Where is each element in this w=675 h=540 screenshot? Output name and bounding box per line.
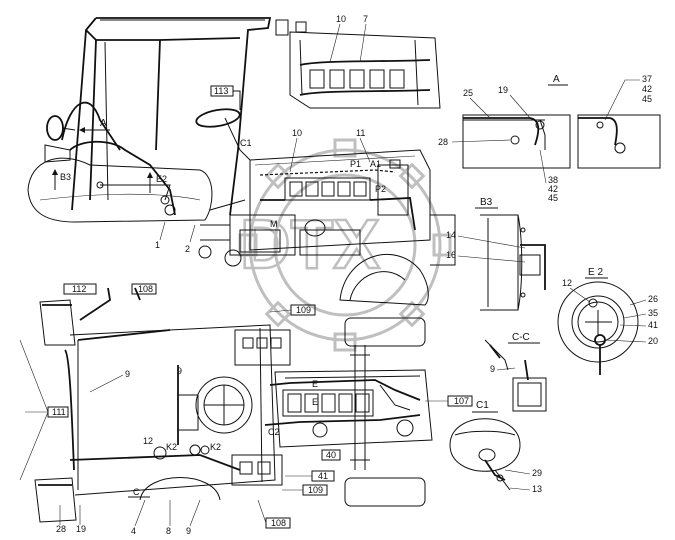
top-num-10b: 10 (292, 128, 302, 138)
section-c1-title: C1 (476, 400, 489, 411)
plan-label-c2: C2 (268, 427, 280, 437)
section-a-view: A 25 19 28 37 42 45 38 42 45 (438, 74, 661, 203)
section-a-num-28: 28 (438, 137, 448, 147)
section-b3-view: B3 14 16 (446, 197, 546, 311)
section-c1-num-13: 13 (532, 484, 542, 494)
plan-label-k2a: K2 (166, 442, 177, 452)
section-e2-num-41: 41 (648, 320, 658, 330)
inset-num-7: 7 (363, 14, 368, 24)
section-e2-title: E 2 (588, 267, 603, 278)
plan-num-9a: 9 (125, 369, 130, 379)
plan-num-19: 19 (76, 524, 86, 534)
plan-callout-109a: 109 (296, 305, 311, 315)
section-b3-num-14: 14 (446, 230, 456, 240)
view-a-marker-top: A (100, 118, 107, 129)
section-b3-title: B3 (480, 197, 493, 208)
view-e2-marker: E2 (156, 174, 167, 184)
section-a-num-45b: 45 (548, 193, 558, 203)
section-cc-num-9: 9 (490, 364, 495, 374)
callout-113: 113 (214, 86, 228, 96)
section-e2-num-26: 26 (648, 294, 658, 304)
section-c1-view: C1 29 13 (449, 400, 542, 494)
plan-label-e-b: E (312, 397, 318, 407)
plan-num-12: 12 (143, 436, 153, 446)
inset-harness-detail: 10 7 (275, 14, 441, 109)
section-e2-num-12: 12 (562, 278, 572, 288)
section-a-title: A (553, 74, 560, 85)
plan-label-e-a: E (312, 379, 318, 389)
plan-num-9c: 9 (186, 526, 191, 536)
section-a-num-37: 37 (642, 74, 652, 84)
watermark-logo: DTX (238, 138, 452, 352)
section-a-num-42b: 42 (548, 184, 558, 194)
label-a1: A1 (370, 159, 381, 169)
cab-label-c1: C1 (240, 138, 252, 148)
plan-callout-109b: 109 (308, 485, 323, 495)
tractor-side-view: A B3 E2 113 C1 P1 A1 P2 (27, 17, 456, 306)
section-e2-view: E 2 12 26 35 41 20 (557, 267, 658, 375)
section-cc-view: C-C 9 (484, 332, 547, 412)
plan-callout-41: 41 (318, 471, 328, 481)
inset-num-10: 10 (336, 14, 346, 24)
top-num-1: 1 (155, 240, 160, 250)
plan-num-8: 8 (166, 526, 171, 536)
plan-num-4: 4 (131, 526, 136, 536)
section-e2-num-20: 20 (648, 336, 658, 346)
section-a-num-42a: 42 (642, 84, 652, 94)
section-a-num-19: 19 (498, 85, 508, 95)
section-a-num-45a: 45 (642, 94, 652, 104)
label-p2: P2 (375, 184, 386, 194)
plan-callout-108b: 108 (271, 518, 286, 528)
plan-callout-107: 107 (454, 396, 469, 406)
plan-num-9b: 9 (177, 366, 182, 376)
plan-callout-112: 112 (72, 284, 86, 294)
plan-callout-111: 111 (52, 407, 66, 417)
plan-label-k2b: K2 (210, 442, 221, 452)
section-a-num-38: 38 (548, 175, 558, 185)
section-cc-title: C-C (512, 332, 530, 343)
section-e2-num-35: 35 (648, 308, 658, 318)
plan-label-c-cut: C (133, 487, 140, 497)
plan-callout-108a: 108 (138, 284, 153, 294)
top-num-2: 2 (185, 244, 190, 254)
top-num-11: 11 (356, 128, 365, 138)
section-a-num-25: 25 (463, 88, 473, 98)
plan-num-28: 28 (56, 524, 66, 534)
section-b3-num-16: 16 (446, 250, 456, 260)
label-m: M (270, 219, 278, 229)
label-p1: P1 (350, 159, 361, 169)
section-c1-num-29: 29 (532, 468, 542, 478)
plan-view: 112 108 109 111 107 40 41 109 108 E E K2… (19, 283, 473, 536)
view-b3-marker-left: B3 (60, 172, 71, 182)
plan-callout-40: 40 (326, 450, 336, 460)
